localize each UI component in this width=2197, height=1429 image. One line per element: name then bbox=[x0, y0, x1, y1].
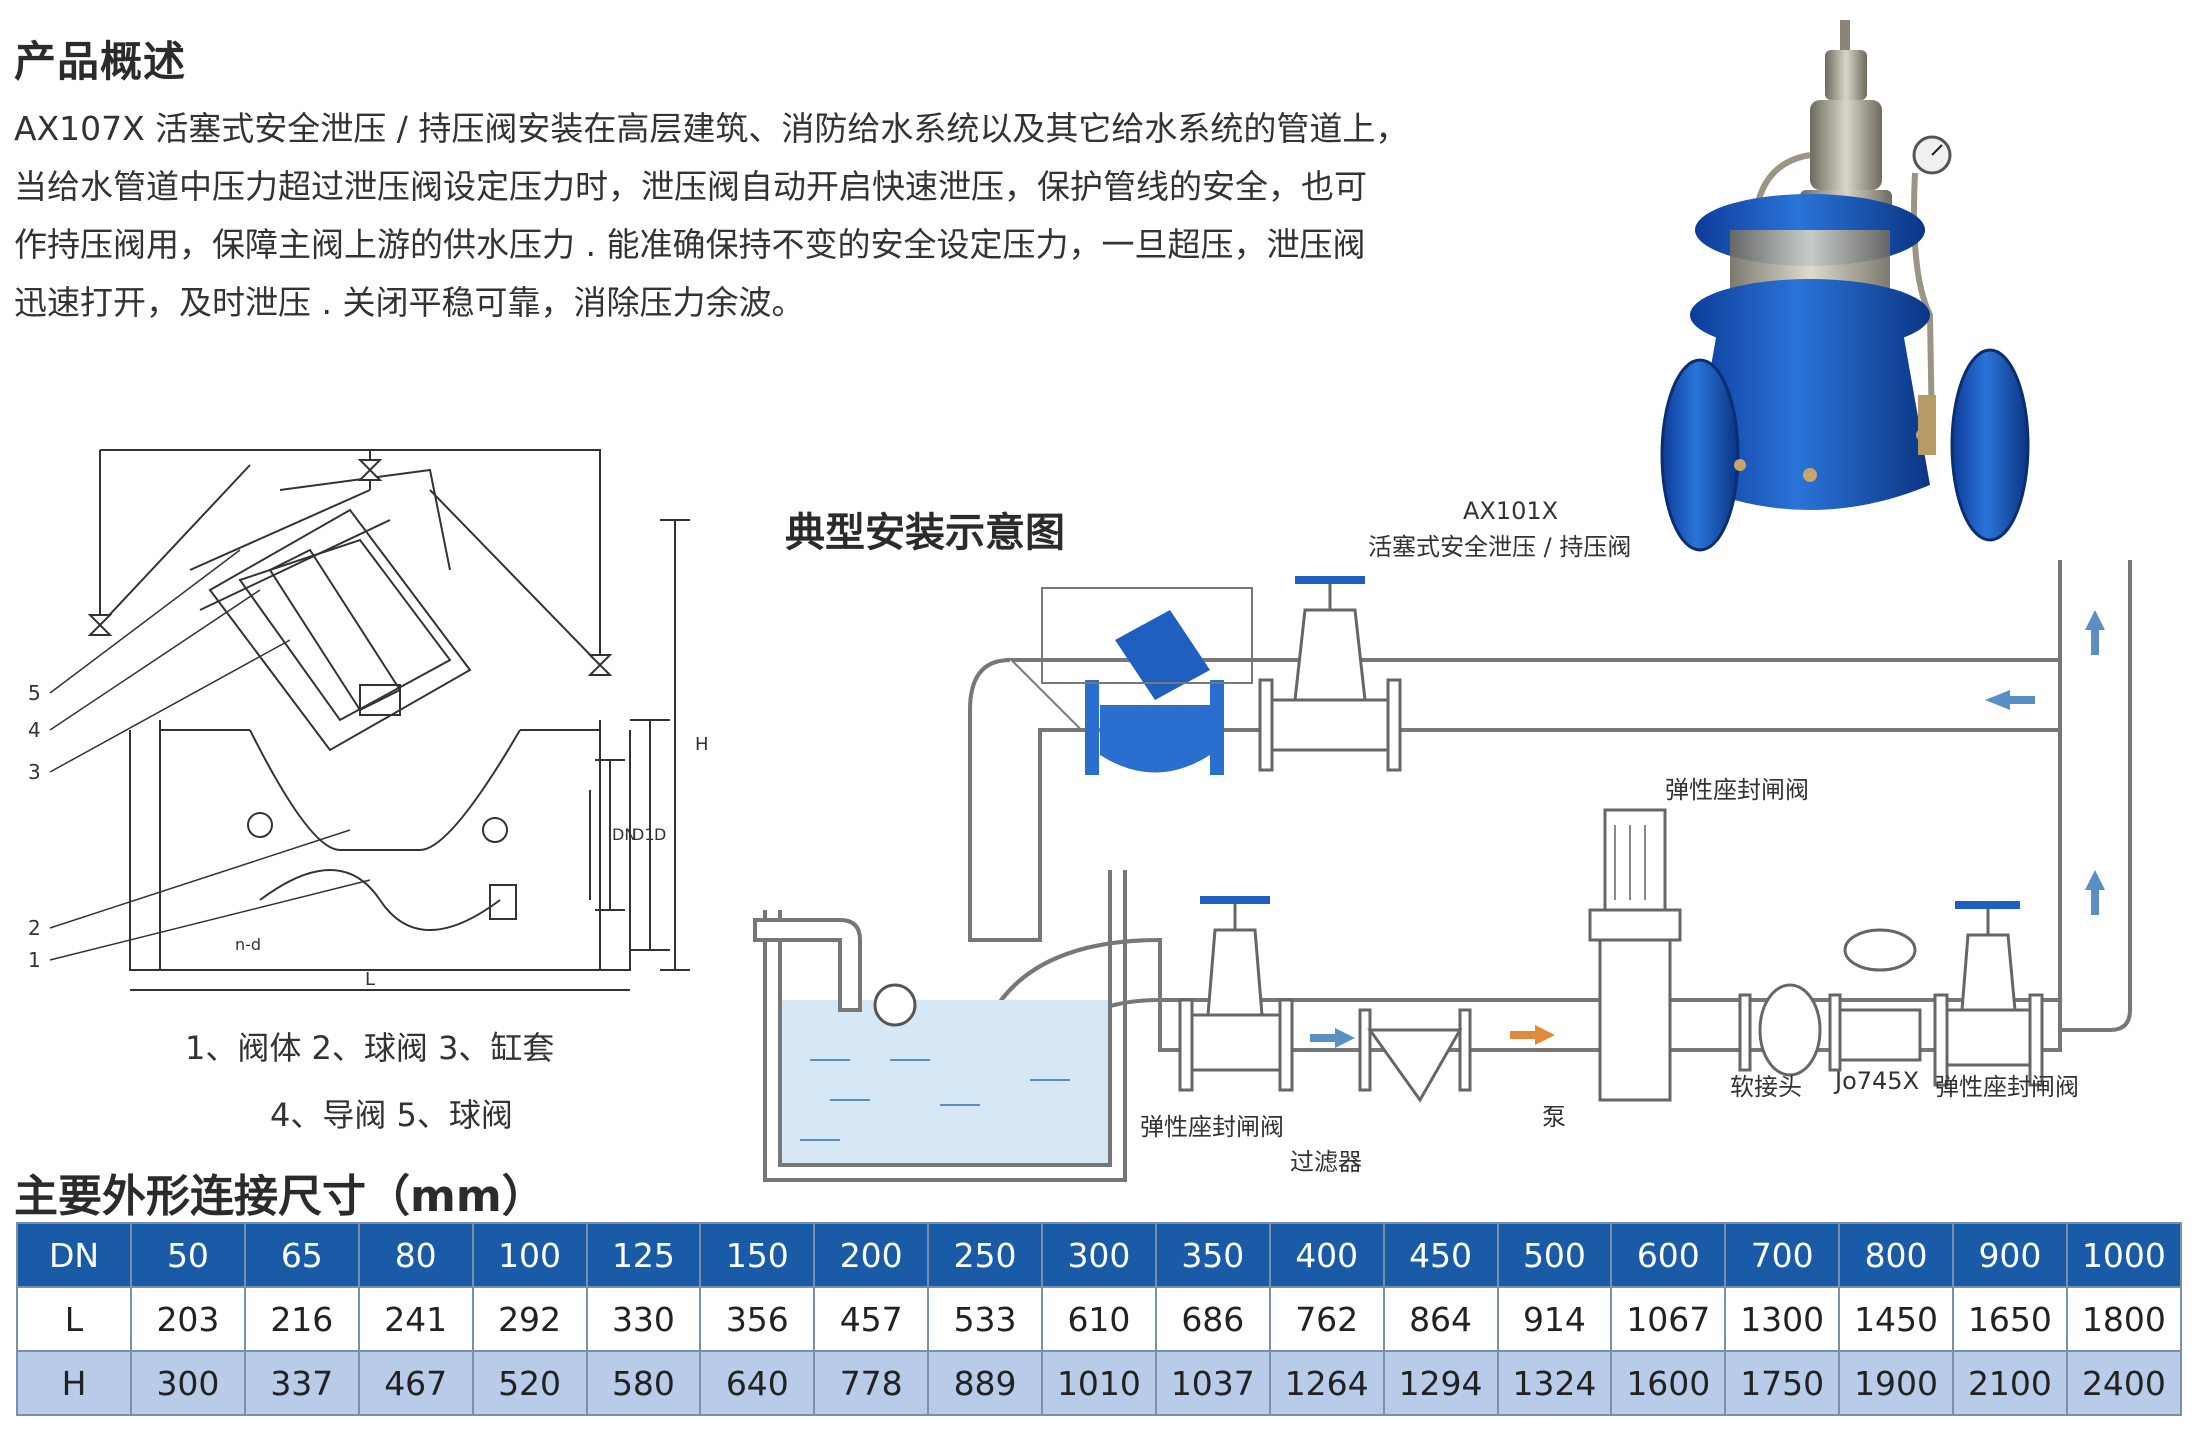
table-cell: 1010 bbox=[1041, 1350, 1157, 1416]
overview-text: AX107X 活塞式安全泄压 / 持压阀安装在高层建筑、消防给水系统以及其它给水… bbox=[14, 100, 1534, 332]
table-cell: 337 bbox=[243, 1350, 360, 1416]
table-cell: 330 bbox=[585, 1286, 702, 1352]
drawing-legend-line-1: 1、阀体 2、球阀 3、缸套 bbox=[185, 1029, 555, 1067]
row-header: H bbox=[16, 1350, 132, 1416]
table-cell: 2100 bbox=[1952, 1350, 2068, 1416]
relief-valve-model: AX101X bbox=[1463, 497, 1559, 525]
table-cell: 700 bbox=[1724, 1222, 1841, 1288]
table-cell: 80 bbox=[357, 1222, 474, 1288]
table-cell: 356 bbox=[699, 1286, 816, 1352]
table-cell: 457 bbox=[813, 1286, 930, 1352]
gate-valve-left-label: 弹性座封闸阀 bbox=[1140, 1113, 1284, 1141]
table-cell: 1650 bbox=[1952, 1286, 2068, 1352]
overview-line: 作持压阀用，保障主阀上游的供水压力 . 能准确保持不变的安全设定压力，一旦超压，… bbox=[14, 225, 1366, 264]
dim-label: DN bbox=[612, 825, 636, 844]
table-cell: 914 bbox=[1496, 1286, 1613, 1352]
drawing-number: 5 bbox=[28, 681, 41, 705]
table-cell: 125 bbox=[585, 1222, 702, 1288]
overview-line: 当给水管道中压力超过泄压阀设定压力时，泄压阀自动开启快速泄压，保护管线的安全，也… bbox=[14, 167, 1367, 206]
drawing-number: 3 bbox=[28, 760, 41, 784]
table-cell: 300 bbox=[130, 1350, 246, 1416]
overview-line: AX107X 活塞式安全泄压 / 持压阀安装在高层建筑、消防给水系统以及其它给水… bbox=[14, 109, 1409, 148]
table-cell: 520 bbox=[471, 1350, 588, 1416]
overview-line: 迅速打开，及时泄压 . 关闭平稳可靠，消除压力余波。 bbox=[14, 283, 805, 322]
table-cell: 533 bbox=[927, 1286, 1043, 1352]
drawing-number: 1 bbox=[28, 948, 41, 972]
table-cell: 900 bbox=[1952, 1222, 2068, 1288]
table-cell: 778 bbox=[813, 1350, 930, 1416]
table-cell: 1750 bbox=[1724, 1350, 1841, 1416]
dim-label: D bbox=[654, 825, 666, 844]
filter-label: 过滤器 bbox=[1290, 1148, 1362, 1176]
table-cell: 500 bbox=[1496, 1222, 1613, 1288]
table-cell: 241 bbox=[357, 1286, 474, 1352]
table-cell: 200 bbox=[813, 1222, 930, 1288]
table-cell: 203 bbox=[130, 1286, 246, 1352]
table-cell: 686 bbox=[1154, 1286, 1271, 1352]
table-cell: 400 bbox=[1268, 1222, 1385, 1288]
table-cell: 1264 bbox=[1268, 1350, 1385, 1416]
table-cell: 1000 bbox=[2065, 1222, 2183, 1288]
table-cell: 2400 bbox=[2065, 1350, 2183, 1416]
table-cell: 1800 bbox=[2065, 1286, 2183, 1352]
table-cell: 300 bbox=[1041, 1222, 1157, 1288]
table-cell: 50 bbox=[130, 1222, 246, 1288]
soft-joint-label: 软接头 bbox=[1730, 1073, 1802, 1101]
table-cell: 65 bbox=[243, 1222, 360, 1288]
dim-label: L bbox=[365, 969, 375, 990]
drawing-legend-line-2: 4、导阀 5、球阀 bbox=[270, 1096, 513, 1134]
table-cell: 1600 bbox=[1610, 1350, 1727, 1416]
dim-label: D1 bbox=[632, 825, 655, 844]
relief-valve-name: 活塞式安全泄压 / 持压阀 bbox=[1368, 533, 1632, 561]
table-cell: 864 bbox=[1382, 1286, 1499, 1352]
table-cell: 250 bbox=[927, 1222, 1043, 1288]
check-valve-label: Jo745X bbox=[1835, 1067, 1920, 1095]
table-cell: 467 bbox=[357, 1350, 474, 1416]
table-cell: 1037 bbox=[1154, 1350, 1271, 1416]
pump-label: 泵 bbox=[1542, 1103, 1566, 1131]
table-cell: 1450 bbox=[1838, 1286, 1954, 1352]
table-cell: 580 bbox=[585, 1350, 702, 1416]
table-cell: 600 bbox=[1610, 1222, 1727, 1288]
row-header: DN bbox=[16, 1222, 132, 1288]
table-cell: 800 bbox=[1838, 1222, 1954, 1288]
dimensions-title: 主要外形连接尺寸（mm） bbox=[14, 1171, 546, 1222]
table-cell: 762 bbox=[1268, 1286, 1385, 1352]
valve-section-drawing: 5 4 3 2 1 H DN D1 D L n-d bbox=[28, 449, 709, 991]
table-cell: 1067 bbox=[1610, 1286, 1727, 1352]
table-cell: 292 bbox=[471, 1286, 588, 1352]
dim-label: n-d bbox=[235, 935, 261, 954]
table-cell: 350 bbox=[1154, 1222, 1271, 1288]
install-schematic bbox=[753, 560, 2132, 1182]
gate-valve-top-label: 弹性座封闸阀 bbox=[1665, 776, 1809, 804]
drawing-number: 2 bbox=[28, 916, 41, 940]
table-cell: 610 bbox=[1041, 1286, 1157, 1352]
table-cell: 1300 bbox=[1724, 1286, 1841, 1352]
install-diagram-title: 典型安装示意图 bbox=[785, 510, 1065, 556]
table-cell: 216 bbox=[243, 1286, 360, 1352]
table-cell: 1900 bbox=[1838, 1350, 1954, 1416]
row-header: L bbox=[16, 1286, 132, 1352]
valve-photo bbox=[1660, 20, 2030, 552]
table-cell: 450 bbox=[1382, 1222, 1499, 1288]
drawing-number: 4 bbox=[28, 718, 41, 742]
table-cell: 150 bbox=[699, 1222, 816, 1288]
table-cell: 640 bbox=[699, 1350, 816, 1416]
table-cell: 1294 bbox=[1382, 1350, 1499, 1416]
dim-label: H bbox=[695, 734, 709, 755]
overview-title: 产品概述 bbox=[14, 37, 187, 86]
table-cell: 889 bbox=[927, 1350, 1043, 1416]
table-cell: 1324 bbox=[1496, 1350, 1613, 1416]
gate-valve-right-label: 弹性座封闸阀 bbox=[1935, 1073, 2079, 1101]
table-cell: 100 bbox=[471, 1222, 588, 1288]
